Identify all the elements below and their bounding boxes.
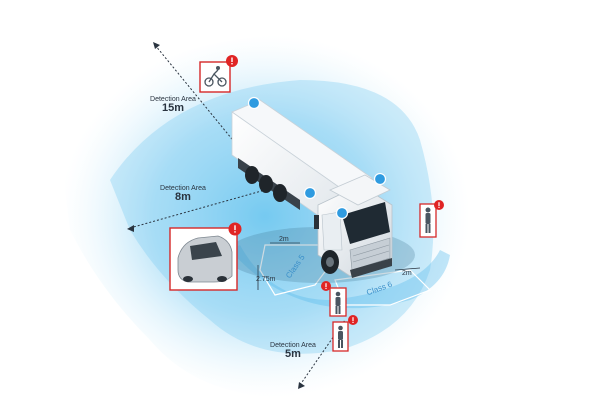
pedestrian-icon [335,291,341,314]
pedestrian-icon [338,325,343,348]
car-icon [177,235,233,283]
pedestrian-detection-box-right [419,200,444,238]
detection-area-5m-label: Detection Area 5m [258,342,328,361]
cyclist-detection-box [199,55,238,93]
detection-area-value: 5m [285,348,301,361]
measurement-2m-top: 2m [279,236,289,243]
arrowheads [127,42,305,389]
detection-area-caption: Detection Area [150,96,196,103]
measurement-guides [257,242,421,290]
detection-area-caption: Detection Area [270,342,316,349]
truck-icon [225,99,415,283]
pedestrian-detection-box-front [321,281,347,317]
detection-area-value: 8m [175,191,191,204]
pedestrian-icon [425,207,431,233]
detection-area-8m-label: Detection Area 8m [148,185,218,204]
camera-sensor-icon [247,96,261,110]
camera-sensors [247,96,387,220]
measurement-2m-side: 2m [402,270,412,277]
detection-area-15m-label: Detection Area 15m [138,96,208,115]
detection-field [60,34,470,399]
cyclist-icon [204,66,227,87]
camera-sensor-icon [303,186,317,200]
car-detection-box [169,222,242,291]
pedestrian-detection-box-lower [332,315,358,352]
measurement-2-75m: 2.75m [256,276,276,283]
detection-area-caption: Detection Area [160,185,206,192]
detection-area-value: 15m [161,102,185,115]
camera-sensor-icon [335,206,349,220]
camera-sensor-icon [373,172,387,186]
